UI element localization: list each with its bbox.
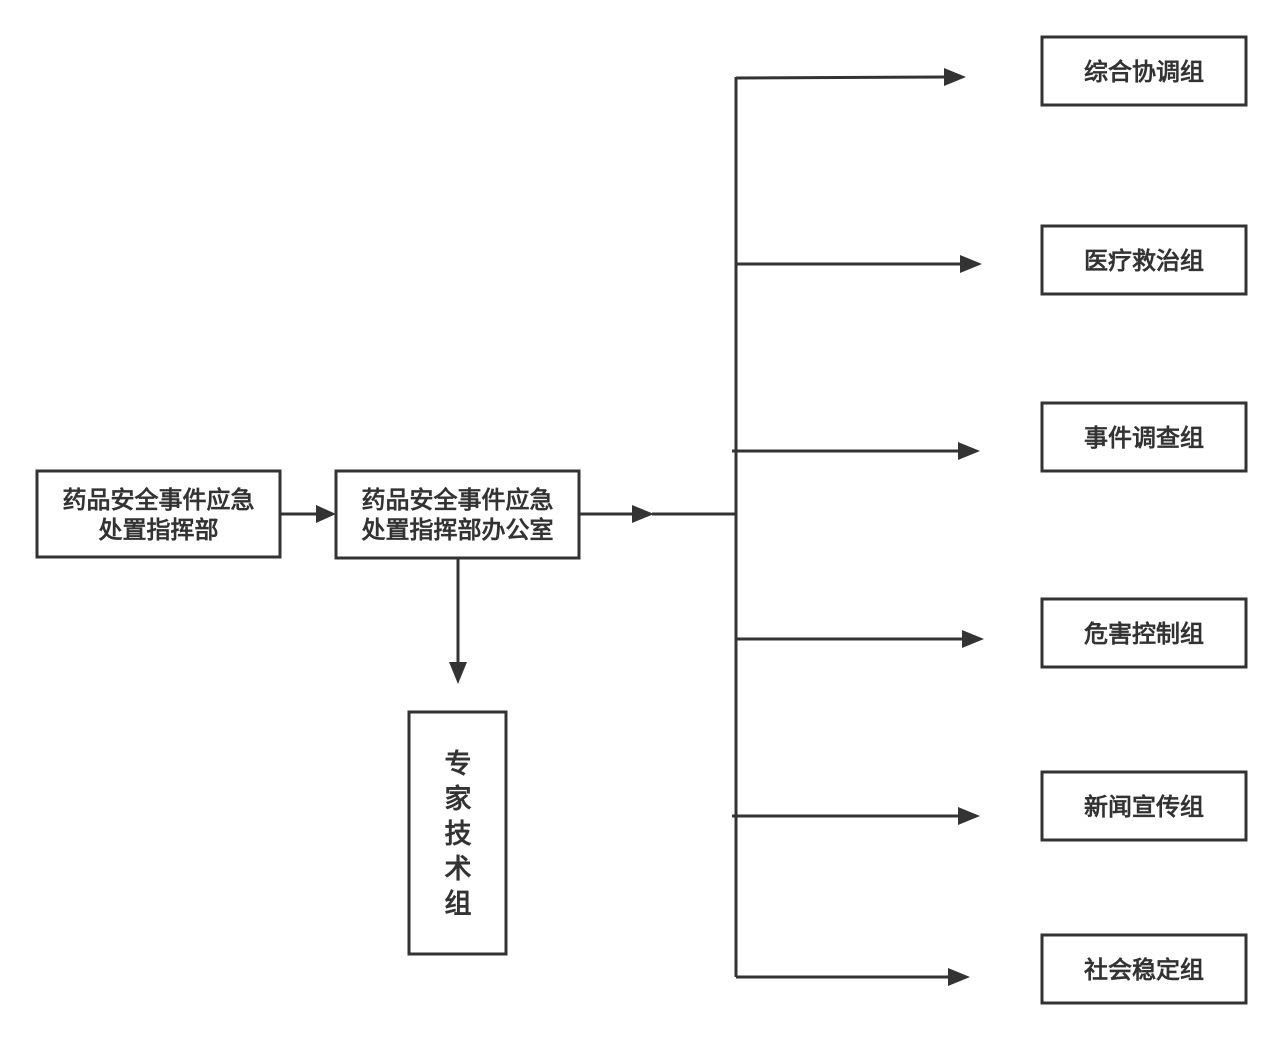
arrowhead-office (316, 505, 336, 523)
group-node-social-stability: 社会稳定组 (1040, 933, 1248, 1005)
arrowhead-expert (449, 662, 467, 684)
command-office-line-1: 药品安全事件应急 (362, 486, 554, 514)
group-label-hazard-control: 危害控制组 (1084, 620, 1204, 648)
group-label-publicity: 新闻宣传组 (1084, 793, 1204, 821)
branch-arrow-5 (958, 807, 980, 825)
group-label-medical: 医疗救治组 (1084, 247, 1204, 275)
branch-arrow-6 (948, 968, 970, 986)
group-node-investigation: 事件调查组 (1040, 401, 1248, 473)
branch-arrow-2 (960, 255, 982, 273)
connectors (280, 68, 984, 986)
command-center-node: 药品安全事件应急 处置指挥部 (35, 469, 282, 559)
branch-arrow-3 (958, 442, 980, 460)
command-office-line-2: 处置指挥部办公室 (361, 516, 554, 544)
branch-line-1 (735, 75, 947, 80)
group-label-investigation: 事件调查组 (1084, 424, 1204, 452)
group-label-coordination: 综合协调组 (1084, 58, 1204, 86)
expert-group-char-3: 技 (445, 819, 472, 850)
expert-group-char-4: 术 (445, 854, 472, 885)
expert-group-char-2: 家 (445, 783, 472, 815)
expert-group-char-1: 专 (445, 749, 472, 780)
arrowhead-trunk (632, 505, 654, 523)
command-center-line-1: 药品安全事件应急 (63, 486, 255, 514)
branch-arrow-1 (944, 68, 966, 86)
group-node-hazard-control: 危害控制组 (1040, 597, 1248, 669)
command-center-line-2: 处置指挥部 (98, 516, 219, 544)
group-node-publicity: 新闻宣传组 (1040, 770, 1248, 842)
group-node-coordination: 综合协调组 (1040, 35, 1248, 107)
branch-arrow-4 (962, 630, 984, 648)
command-office-node: 药品安全事件应急 处置指挥部办公室 (334, 469, 581, 560)
group-label-social-stability: 社会稳定组 (1084, 956, 1204, 984)
expert-group-char-5: 组 (445, 888, 472, 920)
expert-group-node: 专 家 技 术 组 (407, 710, 508, 956)
group-node-medical: 医疗救治组 (1040, 224, 1248, 296)
